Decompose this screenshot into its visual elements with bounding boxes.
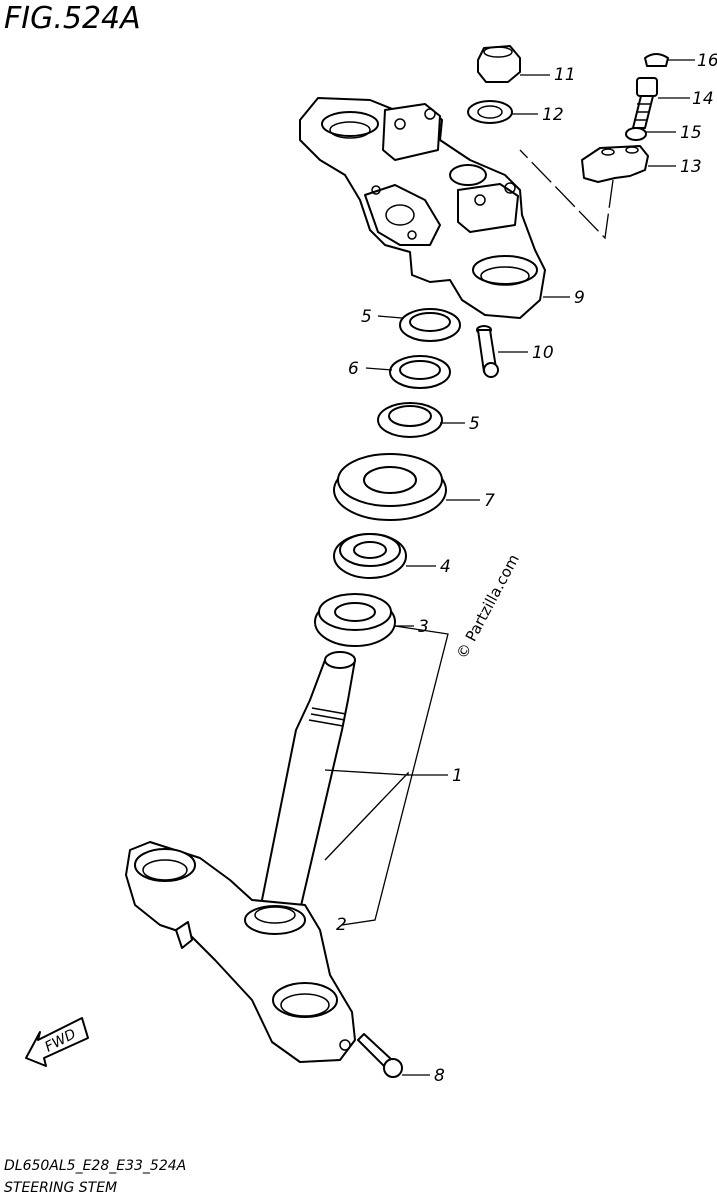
watermark: © Partzilla.com bbox=[453, 551, 523, 662]
callout-10: 10 bbox=[532, 343, 554, 363]
callout-7: 7 bbox=[484, 491, 495, 511]
upper-bracket-part bbox=[299, 97, 546, 319]
lock-washer-part-6 bbox=[389, 355, 451, 389]
model-code: DL650AL5_E28_E33_524A bbox=[4, 1158, 186, 1174]
bolt-part-10 bbox=[476, 325, 499, 378]
callout-4: 4 bbox=[440, 557, 451, 577]
callout-3: 3 bbox=[418, 617, 429, 637]
lock-nut-part-5-upper bbox=[399, 308, 461, 342]
bolt-part-14 bbox=[632, 77, 658, 129]
washer-part-15 bbox=[625, 127, 647, 141]
washer-part-12 bbox=[467, 100, 513, 124]
callout-5-upper: 5 bbox=[361, 307, 372, 327]
bearing-part-4 bbox=[333, 533, 407, 579]
callout-14: 14 bbox=[692, 89, 714, 109]
callout-8: 8 bbox=[434, 1066, 445, 1086]
figure-title: FIG.524A bbox=[4, 1, 141, 36]
cap-part-11 bbox=[477, 45, 521, 83]
callout-11: 11 bbox=[554, 65, 576, 85]
callout-13: 13 bbox=[680, 157, 702, 177]
callout-5-lower: 5 bbox=[469, 414, 480, 434]
section-name: STEERING STEM bbox=[4, 1180, 117, 1196]
lock-nut-part-5-lower bbox=[377, 402, 443, 438]
bearing-part-3 bbox=[314, 593, 396, 647]
cap-part-16 bbox=[644, 53, 669, 67]
callout-15: 15 bbox=[680, 123, 702, 143]
fwd-arrow-icon bbox=[25, 1017, 89, 1067]
callout-6: 6 bbox=[348, 359, 359, 379]
callout-2: 2 bbox=[336, 915, 347, 935]
callout-9: 9 bbox=[574, 288, 585, 308]
handlebar-holder-part-13 bbox=[581, 145, 649, 183]
bearing-cover-part-7 bbox=[333, 453, 447, 521]
callout-12: 12 bbox=[542, 105, 564, 125]
callout-16: 16 bbox=[697, 51, 717, 71]
steering-stem-part-1 bbox=[125, 651, 356, 1063]
callout-1: 1 bbox=[452, 766, 463, 786]
bolt-part-8 bbox=[357, 1033, 403, 1078]
